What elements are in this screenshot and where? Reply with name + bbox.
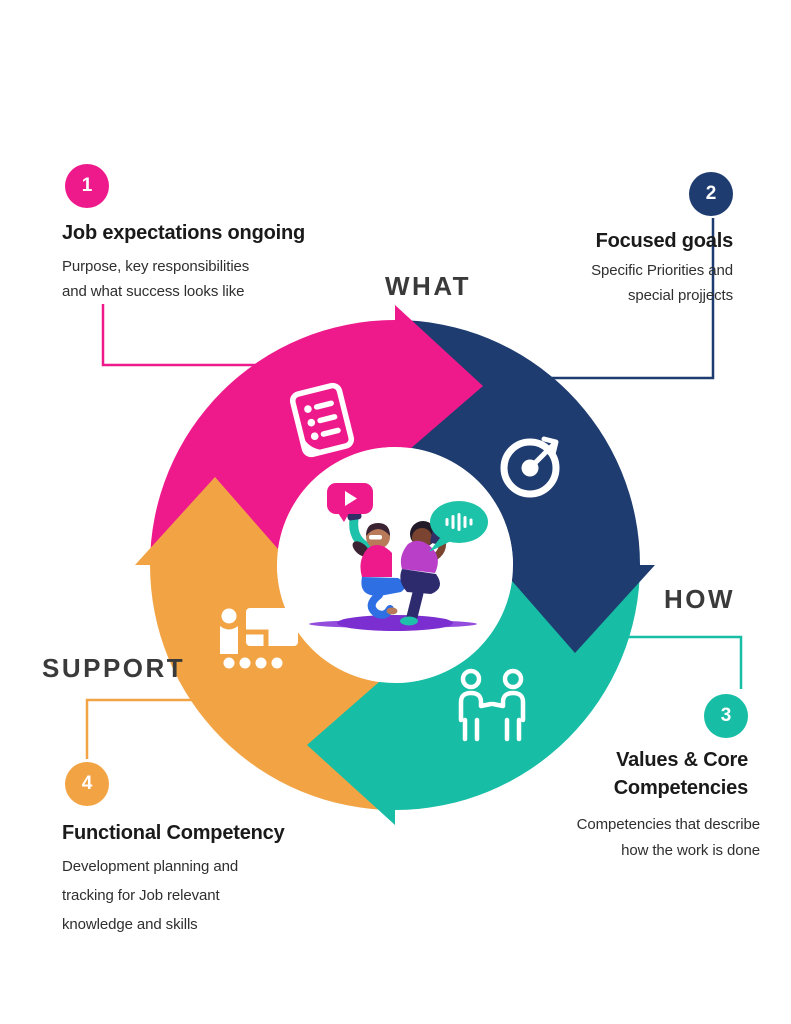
description-line: Competencies that describe [576, 816, 760, 833]
step-3-number-badge: 3 [704, 694, 748, 738]
label-what: WHAT [385, 271, 472, 301]
step-3-connector [600, 635, 743, 689]
step-4-number-badge: 4 [65, 762, 109, 806]
step-4-block: 4 Functional Competency Development plan… [62, 762, 362, 939]
step-1-block: 1 Job expectations ongoing Purpose, key … [62, 164, 362, 304]
description-line: tracking for Job relevant [62, 887, 220, 904]
step-4-description: Development planning and tracking for Jo… [62, 852, 362, 939]
step-3-block: 3 Values & Core Competencies Competencie… [480, 694, 760, 864]
title-line: Competencies [613, 777, 749, 799]
person-phone [400, 521, 447, 626]
description-line: special projjects [627, 287, 733, 304]
step-3-description: Competencies that describe how the work … [577, 812, 760, 864]
connector-lines [85, 218, 743, 759]
label-support: SUPPORT [42, 653, 186, 683]
step-1-title: Job expectations ongoing [62, 222, 305, 244]
arrowhead-orange [135, 477, 292, 565]
target-icon [500, 436, 560, 498]
video-play-bubble [327, 483, 373, 522]
description-line: how the work is done [621, 842, 760, 859]
step-2-connector [518, 218, 715, 380]
title-line: Values & Core [616, 749, 748, 771]
step-1-description: Purpose, key responsibilities and what s… [62, 254, 362, 304]
arrowhead-teal [307, 668, 395, 825]
step-1-connector [101, 304, 300, 367]
document-list-icon [289, 382, 355, 458]
step-2-title: Focused goals [595, 230, 734, 252]
step-4-title: Functional Competency [62, 822, 285, 844]
step-4-connector [85, 698, 225, 759]
step-2-description: Specific Priorities and special projject… [591, 258, 733, 308]
description-line: Specific Priorities and [591, 262, 733, 279]
step-3-title: Values & Core Competencies [613, 746, 749, 802]
description-line: Purpose, key responsibilities [62, 258, 250, 275]
arrowhead-navy [498, 565, 655, 653]
step-2-block: 2 Focused goals Specific Priorities and … [473, 172, 733, 308]
description-line: and what success looks like [62, 283, 245, 300]
presentation-icon [220, 608, 298, 669]
step-2-number-badge: 2 [689, 172, 733, 216]
voice-message-bubble [429, 501, 488, 552]
center-white-circle [277, 447, 513, 683]
handshake-icon [458, 668, 526, 742]
arrowhead-pink [395, 305, 483, 462]
step-1-number-badge: 1 [65, 164, 109, 208]
description-line: knowledge and skills [62, 916, 198, 933]
description-line: Development planning and [62, 858, 239, 875]
center-illustration [309, 483, 488, 631]
label-how: HOW [664, 584, 736, 614]
